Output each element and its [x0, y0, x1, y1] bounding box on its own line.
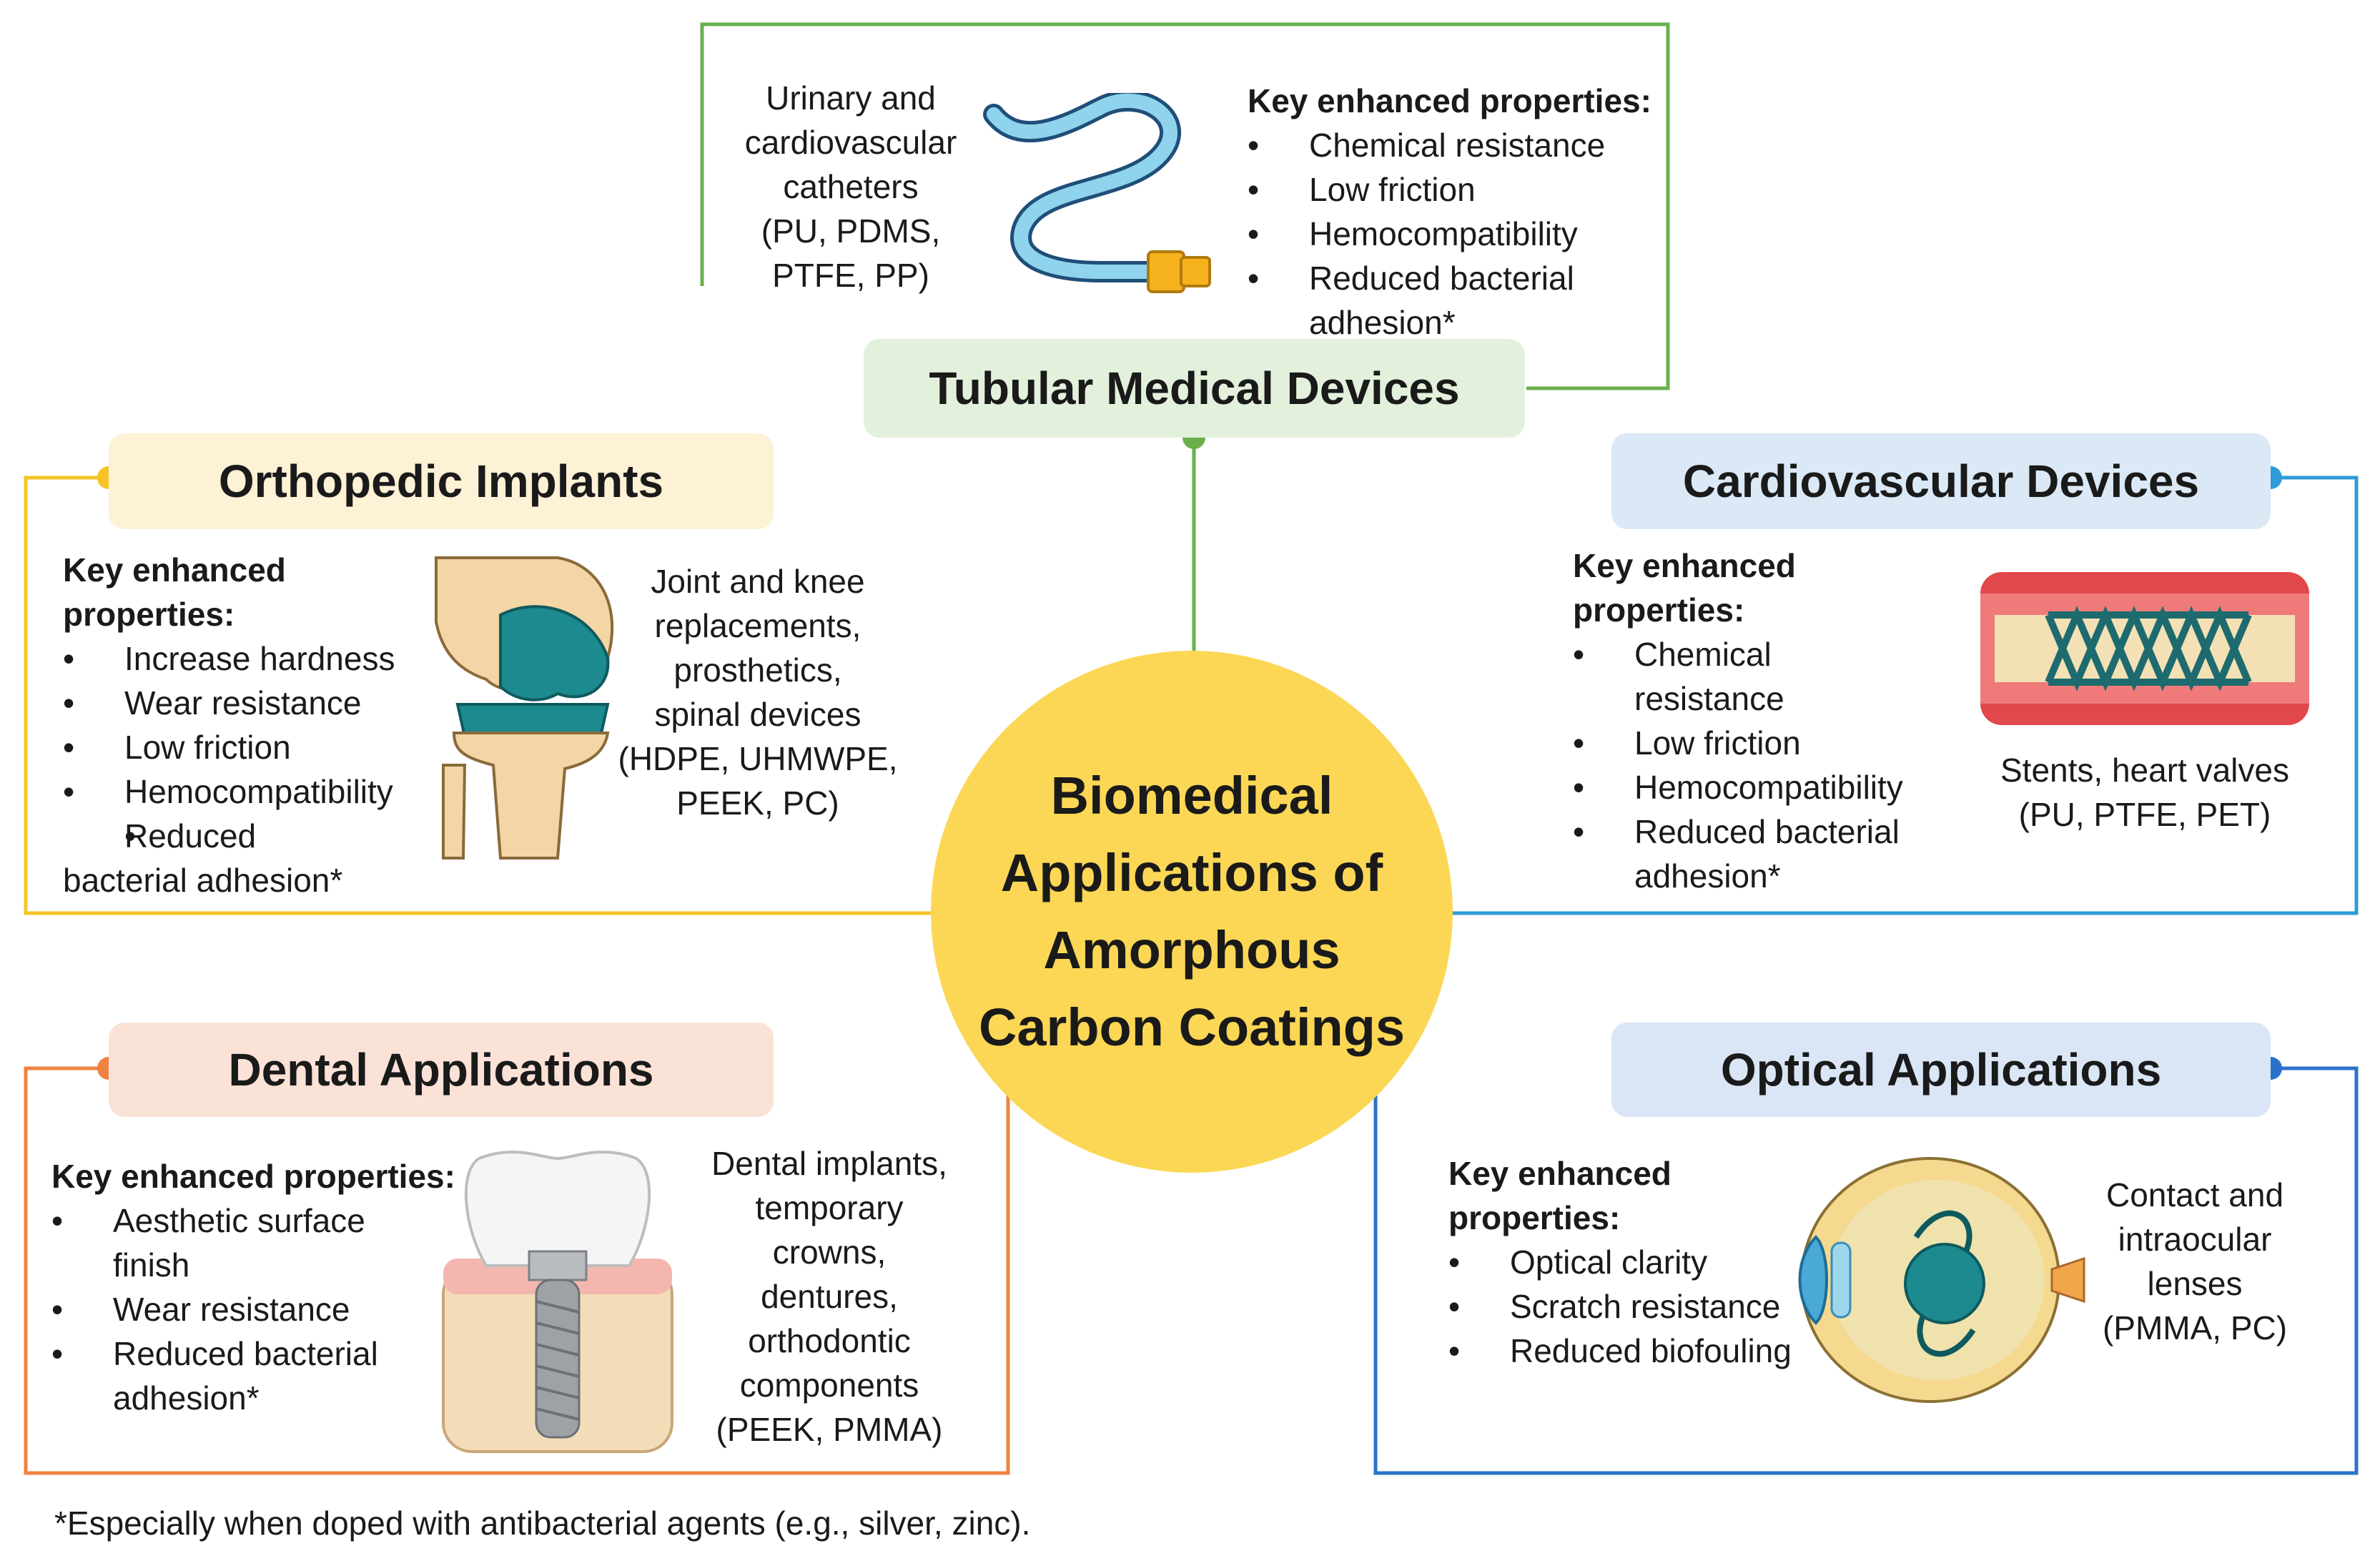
usage-line: dentures,	[761, 1278, 898, 1315]
center-circle: Biomedical Applications of Amorphous Car…	[931, 651, 1453, 1173]
dental-implant-icon	[442, 1151, 673, 1453]
property-item: Reduced bacterial adhesion*	[51, 1331, 428, 1420]
property-item: Low friction	[63, 725, 435, 769]
optical-title: Optical Applications	[1611, 1023, 2271, 1117]
tubular-title: Tubular Medical Devices	[864, 339, 1525, 438]
usage-line: (HDPE, UHMWPE,	[618, 740, 898, 777]
orthopedic-frame	[24, 476, 937, 915]
property-item: Reduced bacterial adhesion*	[1573, 809, 1920, 898]
orthopedic-properties-title: Key enhanced properties:	[63, 551, 286, 633]
tubular-frame	[700, 22, 1670, 390]
orthopedic-properties-list: Increase hardness Wear resistance Low fr…	[63, 636, 435, 902]
usage-line: PTFE, PP)	[772, 257, 929, 294]
optical-properties: Key enhanced properties: Optical clarity…	[1448, 1151, 1849, 1373]
property-item: Chemical resistance	[1573, 632, 1820, 721]
optical-frame	[1373, 1066, 2359, 1475]
eye-lens-icon	[1798, 1157, 2085, 1403]
dental-properties-title: Key enhanced properties:	[51, 1158, 455, 1195]
property-item: Hemocompatibility	[63, 769, 435, 814]
usage-line: Contact and	[2105, 1176, 2284, 1213]
optical-properties-title: Key enhanced properties:	[1448, 1155, 1672, 1236]
center-title-line-1: Biomedical	[1050, 766, 1333, 825]
orthopedic-title: Orthopedic Implants	[109, 433, 774, 529]
usage-line: (PU, PTFE, PET)	[2018, 796, 2271, 833]
property-item: Hemocompatibility	[1248, 212, 1662, 256]
cardiovascular-usage: Stents, heart valves (PU, PTFE, PET)	[1973, 748, 2316, 837]
property-item: Increase hardness	[63, 636, 435, 681]
knee-joint-icon	[435, 556, 614, 860]
tubular-properties: Key enhanced properties: Chemical resist…	[1248, 79, 1662, 345]
usage-line: prosthetics,	[673, 651, 842, 689]
usage-line: crowns,	[772, 1234, 887, 1271]
dental-usage: Dental implants, temporary crowns, dentu…	[686, 1141, 972, 1452]
property-item: Low friction	[1573, 721, 1945, 765]
usage-line: (PEEK, PMMA)	[716, 1411, 943, 1448]
usage-line: orthodontic	[748, 1322, 911, 1359]
dental-frame	[24, 1066, 1010, 1475]
footnote: *Especially when doped with antibacteria…	[54, 1505, 1031, 1542]
dental-title: Dental Applications	[109, 1023, 774, 1117]
cardiovascular-frame	[1451, 476, 2359, 915]
usage-line: catheters	[783, 168, 919, 205]
orthopedic-usage: Joint and knee replacements, prosthetics…	[608, 559, 908, 825]
usage-line: spinal devices	[654, 696, 861, 733]
property-item: Chemical resistance	[1248, 123, 1662, 167]
usage-line: (PU, PDMS,	[761, 212, 941, 250]
usage-line: PEEK, PC)	[676, 784, 839, 822]
tubular-properties-title: Key enhanced properties:	[1248, 82, 1651, 119]
optical-usage: Contact and intraocular lenses (PMMA, PC…	[2073, 1173, 2316, 1350]
property-item: Wear resistance	[63, 681, 435, 725]
property-item: Wear resistance	[51, 1287, 480, 1331]
property-item: Low friction	[1248, 167, 1662, 212]
cardiovascular-title: Cardiovascular Devices	[1611, 433, 2271, 529]
property-item: Hemocompatibility	[1573, 765, 1945, 809]
property-item: Optical clarity	[1448, 1240, 1849, 1284]
optical-properties-list: Optical clarity Scratch resistance Reduc…	[1448, 1240, 1849, 1373]
catheter-icon	[983, 93, 1211, 293]
stent-icon	[1980, 572, 2309, 725]
property-item: Reduced bacterial adhesion*	[63, 814, 363, 902]
orthopedic-properties: Key enhanced properties: Increase hardne…	[63, 548, 435, 902]
usage-line: lenses	[2147, 1265, 2243, 1302]
property-item: Reduced biofouling	[1448, 1329, 1849, 1373]
center-title-line-3: Amorphous	[1043, 920, 1340, 980]
usage-line: components	[739, 1367, 919, 1404]
usage-line: (PMMA, PC)	[2102, 1309, 2288, 1346]
dental-properties: Key enhanced properties: Aesthetic surfa…	[51, 1154, 480, 1420]
usage-line: Joint and knee	[651, 563, 865, 600]
usage-line: replacements,	[654, 607, 861, 644]
tubular-properties-list: Chemical resistance Low friction Hemocom…	[1248, 123, 1662, 345]
usage-line: Dental implants,	[711, 1145, 947, 1182]
center-title-line-2: Applications of	[1000, 843, 1383, 902]
property-item: Reduced bacterial adhesion*	[1248, 256, 1581, 345]
cardiovascular-properties-title: Key enhanced properties:	[1573, 547, 1796, 629]
usage-line: cardiovascular	[744, 124, 957, 161]
usage-line: temporary	[755, 1189, 904, 1226]
dental-properties-list: Aesthetic surface finish Wear resistance…	[51, 1198, 480, 1420]
usage-line: Stents, heart valves	[2000, 752, 2289, 789]
cardiovascular-properties-list: Chemical resistance Low friction Hemocom…	[1573, 632, 1945, 898]
cardiovascular-properties: Key enhanced properties: Chemical resist…	[1573, 543, 1945, 898]
center-title-line-4: Carbon Coatings	[978, 998, 1406, 1057]
usage-line: Urinary and	[766, 79, 936, 117]
tubular-usage: Urinary and cardiovascular catheters (PU…	[715, 76, 987, 297]
property-item: Aesthetic surface finish	[51, 1198, 428, 1287]
usage-line: intraocular	[2118, 1221, 2272, 1258]
property-item: Scratch resistance	[1448, 1284, 1849, 1329]
